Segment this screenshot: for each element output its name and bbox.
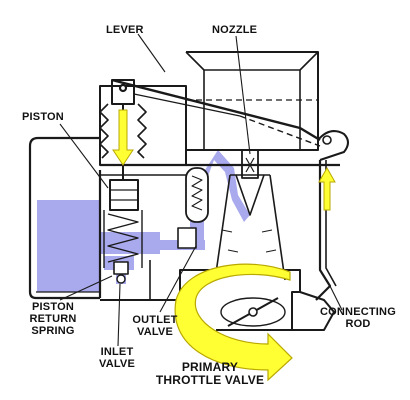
piston-return-spring-line-2: RETURN [29,313,77,325]
piston-label: PISTON [22,111,64,123]
piston-return-spring-label: PISTON RETURN SPRING [22,301,84,337]
inlet-valve-line-1: INLET [100,346,134,358]
piston-return-spring-line-3: SPRING [31,325,75,337]
carburetor-body [99,51,340,331]
inlet-valve-label: INLET VALVE [94,346,140,370]
piston-return-spring [103,210,143,268]
pump-boot-bellows [99,103,147,159]
outlet-valve-line-2: VALVE [136,326,174,338]
outlet-valve-label: OUTLET VALVE [128,314,182,338]
primary-throttle-valve-line-1: PRIMARY [181,360,239,374]
float-bowl [28,136,102,300]
piston-motion-arrow [112,109,134,166]
rod-motion-arrow [318,166,336,211]
lever [111,78,349,161]
outlet-valve [177,167,209,249]
throttle-rotation-arrow [174,263,293,382]
piston-return-spring-line-1: PISTON [32,301,74,313]
fuel-bowl-fuel [37,200,100,292]
nozzle [241,149,259,179]
venturi [214,174,286,281]
connecting-rod-line-2: ROD [345,318,371,330]
connecting-rod-label: CONNECTING ROD [316,306,400,330]
primary-throttle-valve-line-2: THROTTLE VALVE [155,373,265,387]
inlet-valve-line-2: VALVE [98,358,136,370]
connecting-rod-line-1: CONNECTING [320,306,396,318]
inlet-valve [113,261,129,284]
lever-label: LEVER [106,24,144,36]
leader-lines [59,33,343,347]
outlet-valve-line-1: OUTLET [132,314,178,326]
throttle-plate [220,297,286,327]
primary-throttle-valve-label: PRIMARY THROTTLE VALVE [150,361,270,387]
nozzle-label: NOZZLE [212,24,258,36]
